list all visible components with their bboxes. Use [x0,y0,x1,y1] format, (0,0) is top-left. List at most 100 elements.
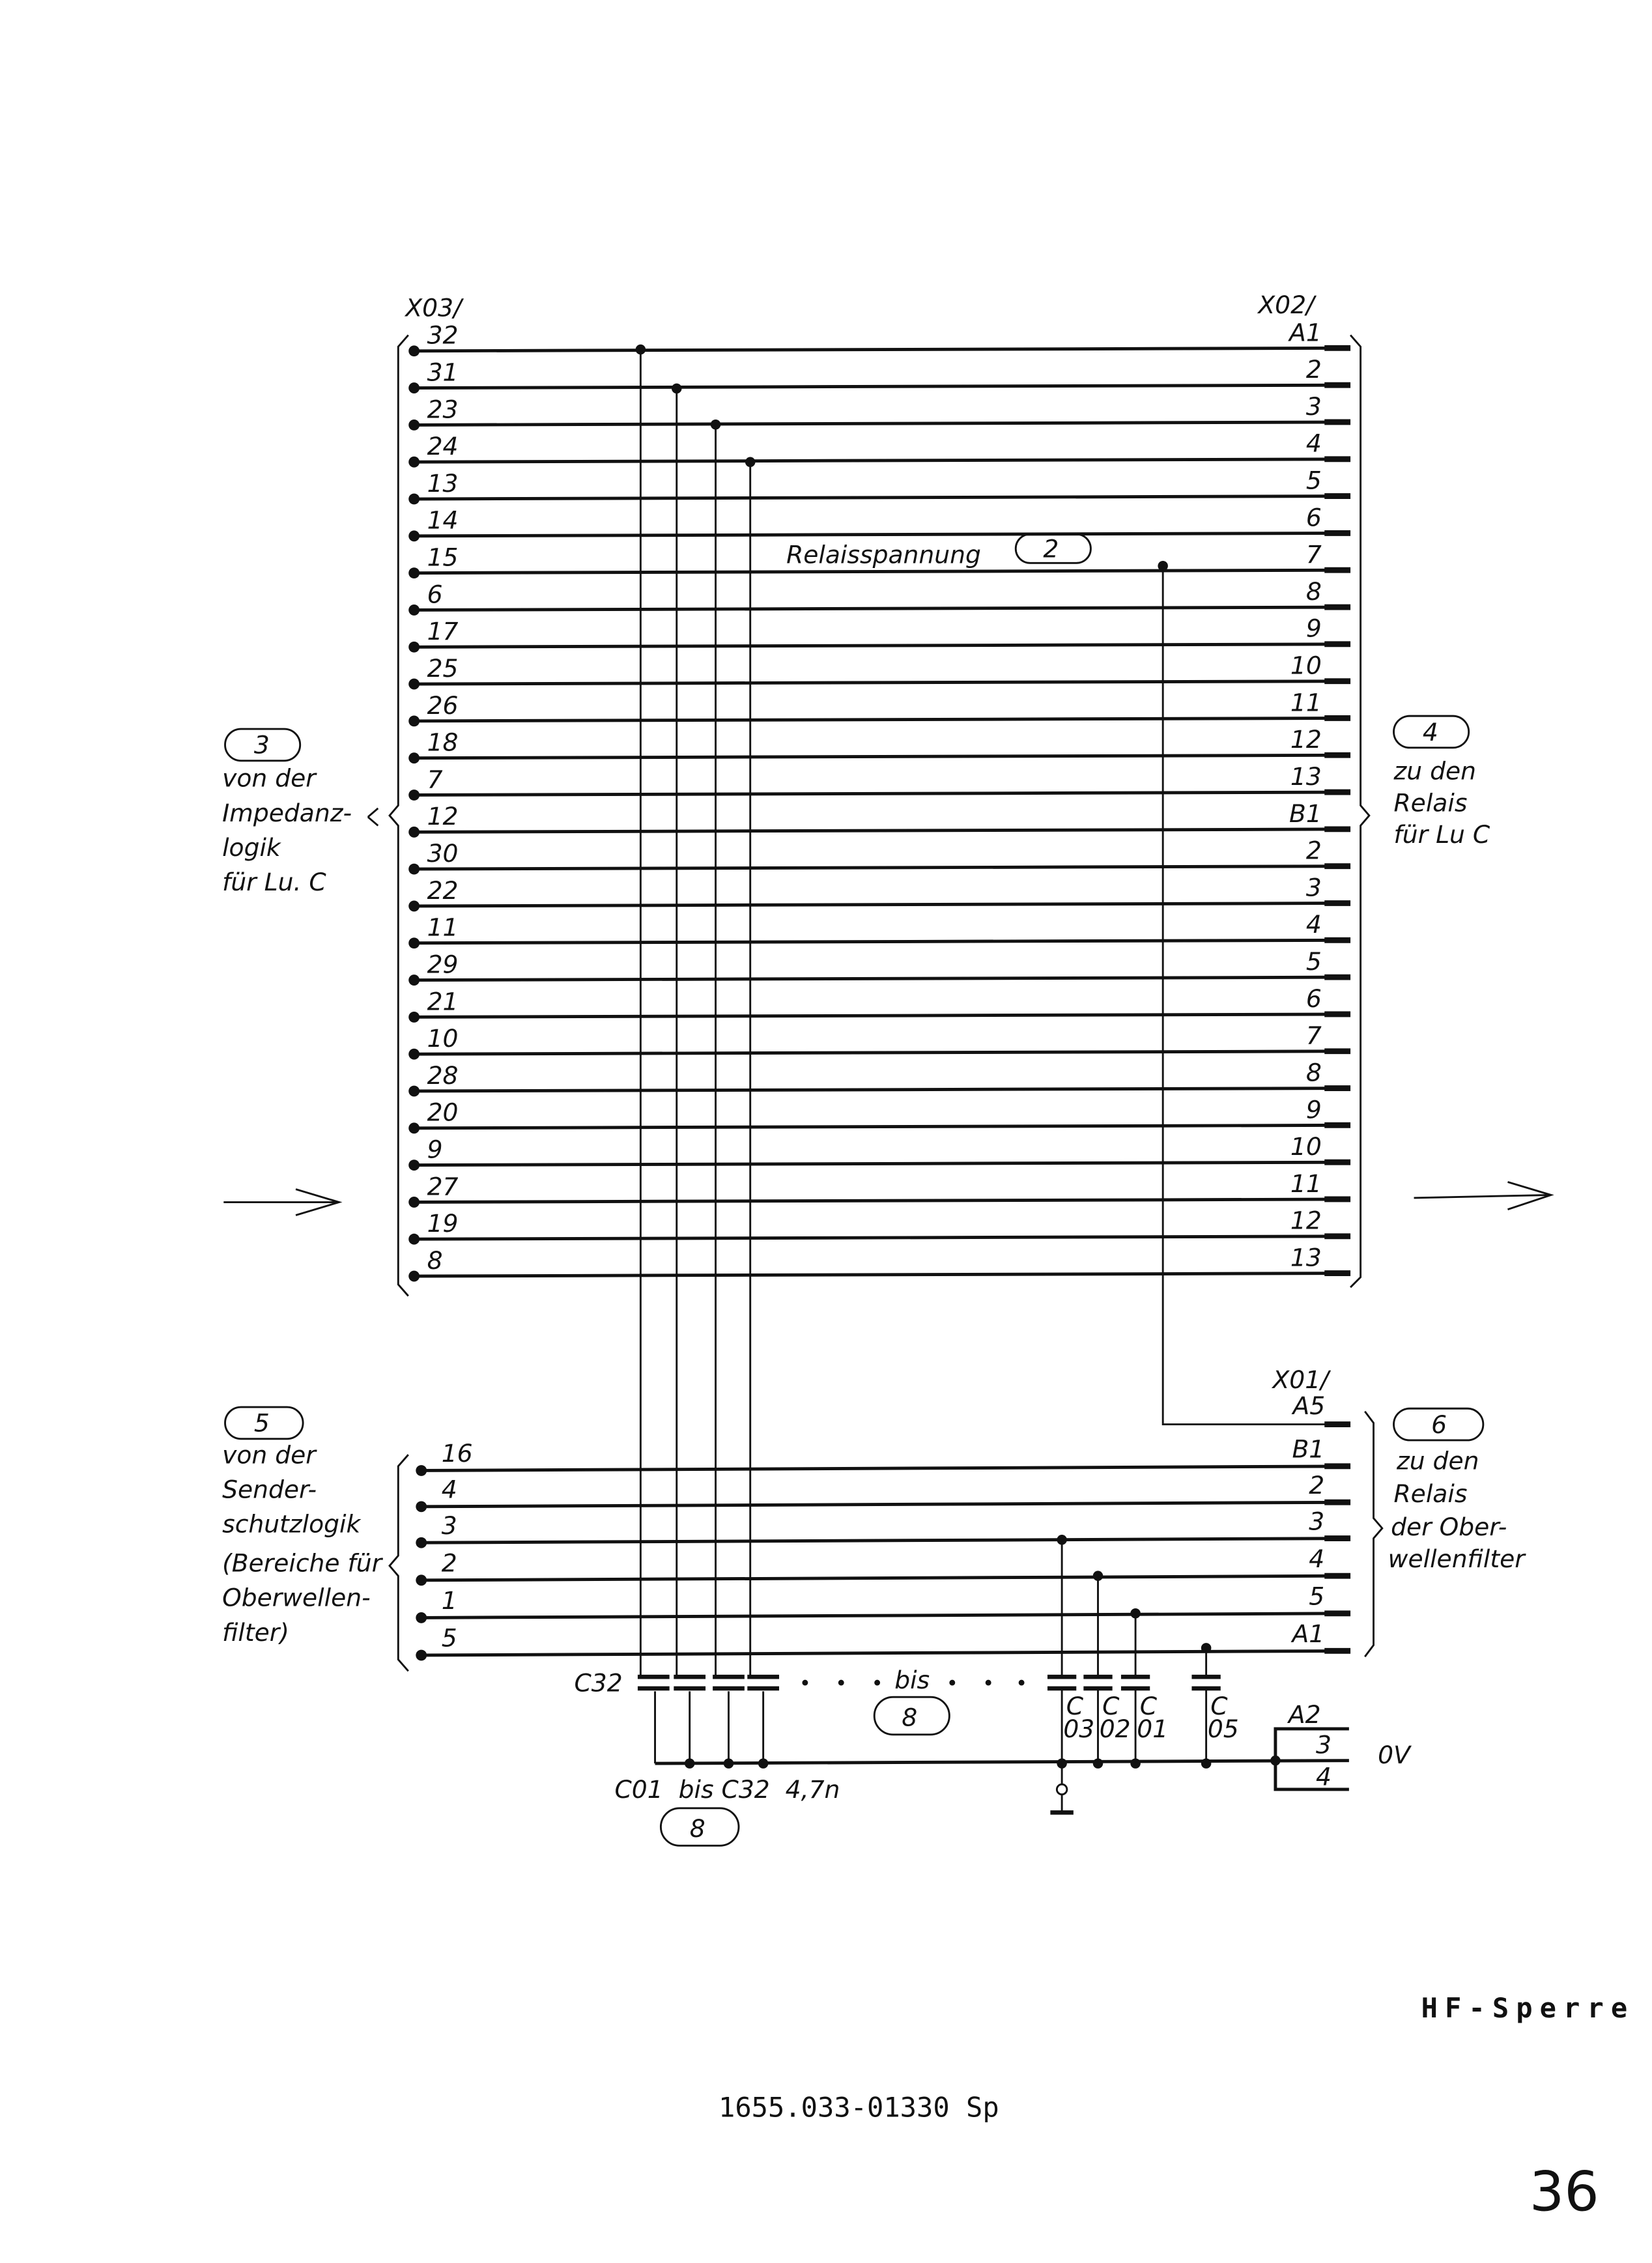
cap-labels: C03 C02 C01 C05 [1063,1692,1238,1743]
left-terminal-dot [408,1270,420,1282]
page-number: 36 [1530,2160,1599,2224]
wire [414,1272,1349,1278]
wire [414,679,1349,686]
svg-text:wellenfilter: wellenfilter [1388,1544,1527,1573]
right-pin-label: 9 [1306,614,1322,643]
right-pin-label: B1 [1292,1435,1324,1464]
left-pin-label: 25 [427,654,459,683]
right-pin-label: 11 [1290,688,1322,717]
svg-text:für Lu. C: für Lu. C [222,868,326,896]
wire [414,1049,1349,1056]
wire [414,864,1349,871]
brace-bottom-right [1364,1410,1384,1658]
left-terminal-dot [408,1085,420,1097]
arrow-right-icon [1414,1181,1554,1210]
svg-text:logik: logik [222,833,282,862]
left-pin-label: 22 [427,876,459,905]
wire-row: 14 6 [408,503,1351,542]
left-pin-label: 11 [427,913,459,942]
wire [414,790,1349,797]
wire [421,1649,1349,1657]
wire [414,938,1349,945]
left-terminal-dot [408,1197,420,1208]
right-pin-label: 9 [1306,1095,1322,1124]
wire [414,975,1349,982]
x02-label: X02/ [1257,291,1317,319]
right-pin-label: 12 [1290,725,1322,754]
left-terminal-dot [408,1160,420,1171]
relais-ref: 2 [1043,534,1059,563]
wire [414,753,1349,760]
svg-text:01: 01 [1137,1715,1168,1743]
left-pin-label: 5 [442,1624,457,1653]
relais-label: Relaisspannung [786,540,981,569]
right-pin-label: 5 [1306,947,1322,976]
ref-bubble-8b [659,1807,740,1847]
ground-pin-3: 3 [1316,1731,1332,1759]
left-pin-label: 14 [427,506,459,535]
left-pin-label: 4 [442,1475,457,1504]
wire [421,1464,1349,1472]
svg-text:5: 5 [254,1409,270,1438]
left-pin-label: 1 [442,1586,457,1615]
wire [414,383,1349,390]
right-pin-label: 7 [1306,1021,1322,1050]
brace-bottom-left [388,1454,409,1672]
group-left-top: 3 von der Impedanz- logik für Lu. C [222,728,379,896]
right-pin-label: 13 [1290,1244,1322,1272]
left-pin-label: 23 [427,395,459,423]
range-ref: 8 [690,1814,705,1843]
right-pin-label: 4 [1306,429,1322,458]
left-terminal-dot [408,605,420,616]
svg-text:schutzlogik: schutzlogik [222,1510,362,1539]
svg-text:C: C [1066,1692,1084,1720]
left-terminal-dot [408,1233,420,1245]
left-pin-label: 8 [427,1246,443,1275]
svg-text:für Lu C: für Lu C [1394,820,1490,849]
wire [414,494,1349,501]
left-terminal-dot [408,826,420,838]
c32-label: C32 [575,1668,623,1697]
ref-bubble-8 [873,1696,950,1736]
left-terminal-dot [408,678,420,690]
wire [421,1537,1349,1544]
brace-top-left [388,334,409,1297]
left-terminal-dot [408,345,420,357]
left-terminal-dot [408,937,420,949]
left-terminal-dot [408,900,420,912]
svg-text:03: 03 [1063,1715,1094,1743]
left-terminal-dot [416,1465,427,1476]
left-pin-label: 17 [427,617,459,646]
right-pin-label: 6 [1306,503,1322,532]
wire [414,457,1349,464]
left-pin-label: 16 [442,1439,473,1468]
right-pin-label: 4 [1306,910,1322,939]
right-pin-label: 8 [1306,577,1322,606]
arrow-left-icon [223,1188,343,1216]
left-terminal-dot [408,863,420,875]
group-right-top: 4 zu den Relais für Lu C [1393,715,1490,849]
left-terminal-dot [408,641,420,653]
svg-text:Relais: Relais [1394,788,1468,817]
left-terminal-dot [408,752,420,764]
wire-row: 11 4 [408,910,1351,949]
right-pin-label: 11 [1290,1169,1322,1198]
wire [414,1197,1349,1204]
left-pin-label: 29 [427,950,459,978]
group-right-bottom: 6 zu den Relais der Ober- wellenfilter [1388,1407,1527,1573]
relais-wire [1161,565,1349,1426]
